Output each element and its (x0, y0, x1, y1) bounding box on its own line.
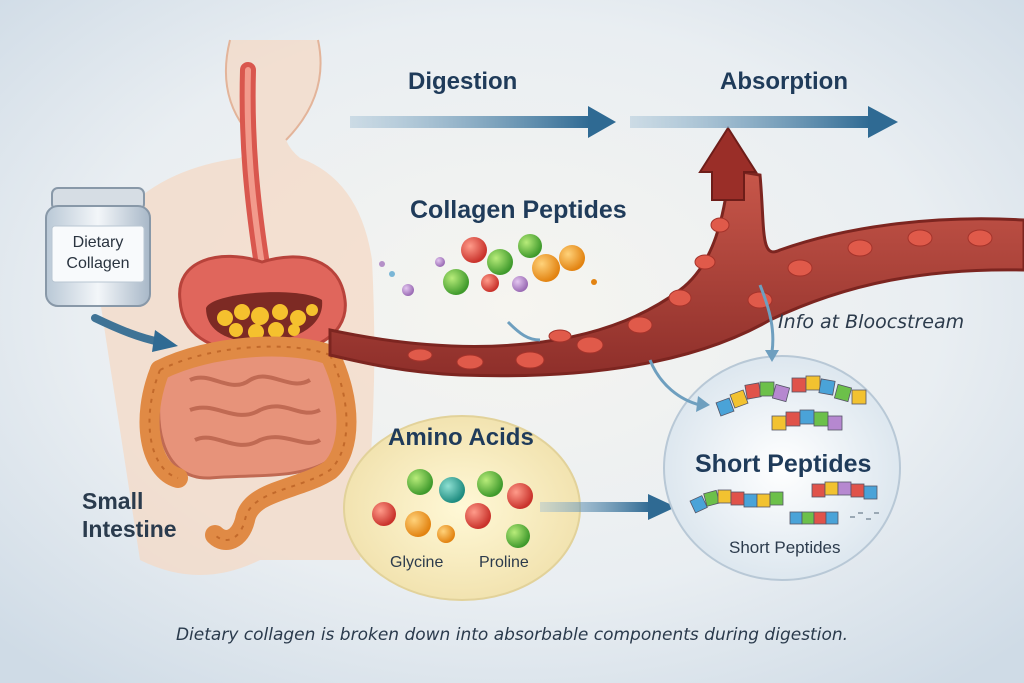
peptide-chain-icon (689, 375, 878, 525)
collagen-jar-icon (45, 187, 151, 307)
collagen-peptide-spheres (379, 234, 597, 296)
glycine-label: Glycine (390, 554, 444, 571)
ingestion-arrow (91, 314, 178, 352)
jar-label: Dietary Collagen (66, 234, 130, 272)
digestion-arrow (350, 106, 616, 138)
amino-acids-label: Amino Acids (388, 424, 534, 451)
absorption-arrow (630, 106, 898, 138)
short-peptides-circle (663, 355, 901, 581)
amino-acids-circle (343, 415, 581, 601)
proline-label: Proline (479, 554, 529, 571)
caption: Dietary collagen is broken down into abs… (175, 625, 849, 645)
transfer-arrow (540, 494, 676, 520)
blood-vessel-icon (328, 168, 1024, 378)
absorption-label: Absorption (720, 68, 848, 95)
intestine-icon (139, 336, 357, 550)
digestion-label: Digestion (408, 68, 518, 95)
vessel-to-peptides-arrows (506, 284, 775, 407)
upward-flow-arrow (698, 126, 758, 201)
short-peptides-sublabel: Short Peptides (729, 538, 841, 557)
collagen-peptides-label: Collagen Peptides (410, 196, 627, 224)
stomach-icon (178, 254, 347, 356)
bloodstream-label: Info at Bloocstream (778, 311, 965, 333)
short-peptides-title: Short Peptides (695, 450, 872, 478)
small-intestine-label: Small Intestine (82, 488, 177, 542)
